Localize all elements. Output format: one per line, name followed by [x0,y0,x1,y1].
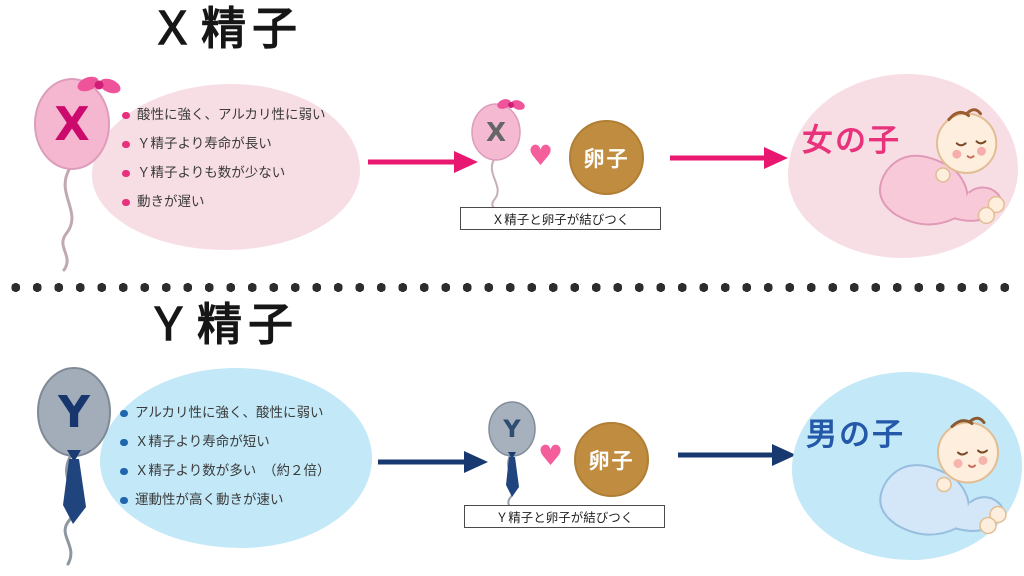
girl-label: 女の子 [802,123,901,159]
y-traits-bubble [100,368,372,548]
ribbon-bow-icon [497,99,525,110]
girl-baby-illustration [878,108,1005,226]
small-y-sperm-illustration: Y [488,401,536,517]
ribbon-bow-icon [77,76,121,94]
x-sperm-illustration: X [34,76,121,272]
y-letter: Y [57,387,91,438]
y-traits-list: アルカリ性に強く、酸性に弱い Ｘ精子より寿命が短い Ｘ精子より数が多い （約２倍… [120,404,330,520]
x-letter: X [54,97,89,151]
y-union-caption: Ｙ精子と卵子が結びつく [464,505,665,528]
boy-label: 男の子 [806,417,905,453]
x-section-title: Ｘ精子 [150,2,304,55]
trait-item: Ｘ精子より寿命が短い [120,433,330,451]
arrow-right-icon [678,444,796,466]
trait-item: アルカリ性に強く、酸性に弱い [120,404,330,422]
egg-cell: 卵子 [574,422,649,497]
y-sperm-illustration: Y [37,367,111,566]
x-traits-list: 酸性に強く、アルカリ性に弱い Ｙ精子より寿命が長い Ｙ精子よりも数が少ない 動き… [122,106,325,222]
small-x-sperm-illustration: X [471,99,525,214]
boy-baby-illustration [879,416,1007,536]
trait-item: Ｙ精子よりも数が少ない [122,164,325,182]
necktie-icon [506,452,519,497]
arrow-right-icon [368,151,478,173]
arrow-right-icon [670,147,788,169]
trait-item: Ｙ精子より寿命が長い [122,135,325,153]
x-letter: X [486,118,506,148]
egg-cell: 卵子 [569,120,644,195]
heart-icon: ♥ [538,439,564,472]
trait-item: 運動性が高く動きが速い [120,491,330,509]
heart-icon: ♥ [528,139,554,172]
trait-item: 酸性に強く、アルカリ性に弱い [122,106,325,124]
x-union-caption: Ｘ精子と卵子が結びつく [460,207,661,230]
arrow-right-icon [378,451,488,473]
sperm-head [471,103,521,161]
dotted-divider [5,281,1019,294]
sperm-tail [63,452,76,566]
trait-item: Ｘ精子より数が多い （約２倍） [120,462,330,480]
sperm-tail [61,166,74,272]
x-traits-bubble [92,84,360,250]
sperm-tail [490,157,499,214]
y-section-title: Ｙ精子 [146,298,300,351]
trait-item: 動きが遅い [122,193,325,211]
sperm-head [34,78,110,170]
y-letter: Y [502,415,521,443]
necktie-icon [63,450,86,524]
